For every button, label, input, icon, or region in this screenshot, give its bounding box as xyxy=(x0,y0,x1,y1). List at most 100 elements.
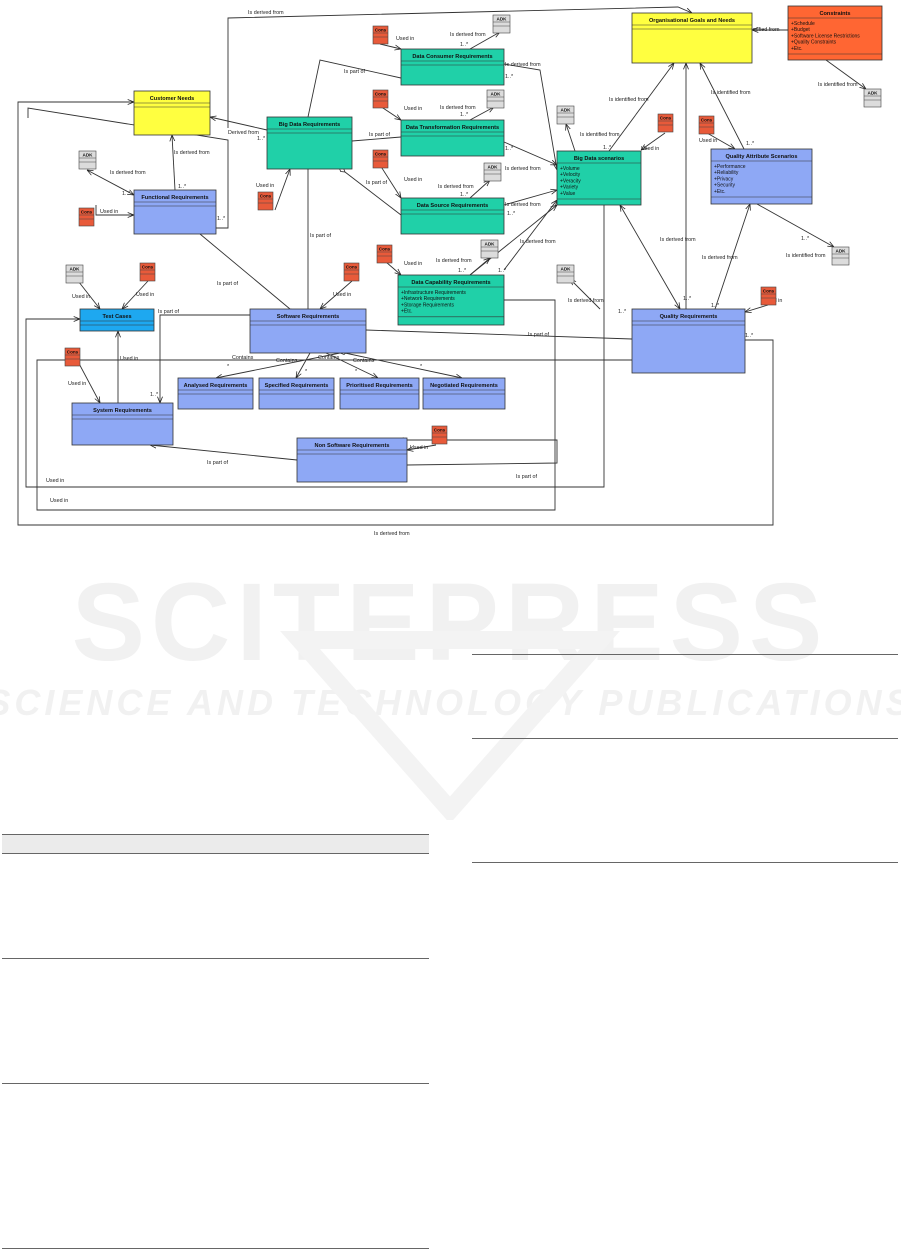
class-node-specified-req: Specified Requirements xyxy=(258,377,335,410)
edge-label: 1..* xyxy=(498,268,507,274)
class-attribute: +Variety xyxy=(560,185,579,191)
class-title: Functional Requirements xyxy=(141,195,208,201)
relationship-line xyxy=(503,63,557,170)
edge-label: Used in xyxy=(333,292,351,298)
relationship-line xyxy=(36,299,632,511)
edge-label: Used in xyxy=(699,138,717,144)
cons-badge-label: Cons xyxy=(142,265,154,270)
edge-label: 1..* xyxy=(460,42,469,48)
class-node-customer-needs: Customer Needs xyxy=(133,90,211,136)
edge-label: 1..* xyxy=(460,192,469,198)
adk-badge: ADK xyxy=(831,246,850,266)
class-attribute: +Software License Restrictions xyxy=(791,33,860,39)
cons-badge-label: Cons xyxy=(375,28,387,33)
svg-text:SCIENCE AND TECHNOLOGY PUBLICA: SCIENCE AND TECHNOLOGY PUBLICATIONS xyxy=(0,682,901,723)
class-node-data-capability: Data Capability Requirements +Infrastruct… xyxy=(397,274,505,326)
class-title: Data Transformation Requirements xyxy=(406,125,499,131)
class-node-prioritised-req: Prioritised Requirements xyxy=(339,377,420,410)
cons-badge-label: Cons xyxy=(67,350,79,355)
adk-badge: ADK xyxy=(483,162,502,182)
edge-label: Is derived from xyxy=(505,202,541,208)
class-attribute: +Infrastructure Requirements xyxy=(401,290,466,296)
edge-label: Is identified from xyxy=(609,97,649,103)
cons-badge-label: Cons xyxy=(81,210,93,215)
relationship-line xyxy=(385,261,401,275)
adk-badge-label: ADK xyxy=(561,267,572,272)
relationship-line xyxy=(325,352,378,378)
cons-badge: Cons xyxy=(376,244,393,264)
relationship-line xyxy=(469,180,490,199)
edge-label: 1..* xyxy=(257,136,266,142)
requirements-metamodel-diagram: Is derived from Is identified from Is iden… xyxy=(17,5,883,537)
publisher-watermark: SCITEPRESS SCIENCE AND TECHNOLOGY PUBLIC… xyxy=(0,560,901,824)
adk-badge: ADK xyxy=(78,150,97,170)
edge-label: Is derived from xyxy=(248,10,284,16)
adk-badge: ADK xyxy=(492,14,511,34)
edge-label: 1..* xyxy=(505,146,514,152)
class-attribute: +Privacy xyxy=(714,176,734,182)
edge-label: Is part of xyxy=(344,69,365,75)
edge-label: Is derived from xyxy=(374,531,410,537)
edge-label: 1..* xyxy=(217,216,226,222)
class-attribute: +Schedule xyxy=(791,21,815,27)
relationship-line xyxy=(398,437,558,466)
class-node-negotiated-req: Negotiated Requirements xyxy=(422,377,506,410)
relationship-line xyxy=(700,63,745,150)
edge-label: Used in xyxy=(100,209,118,215)
relationship-line xyxy=(17,102,774,526)
cons-badge: Cons xyxy=(343,262,360,282)
table-rule xyxy=(472,862,898,863)
relationship-line xyxy=(825,59,866,89)
edge-label: Used in xyxy=(256,183,274,189)
class-title: Test Cases xyxy=(102,314,131,320)
edge-label: Contains xyxy=(318,355,340,361)
edge-label: Is derived from xyxy=(505,62,541,68)
relationship-line xyxy=(379,43,401,49)
edge-label: Contains xyxy=(232,355,254,361)
class-attribute: +Storage Requirements xyxy=(401,302,454,308)
relationship-line xyxy=(756,203,834,247)
class-title: Quality Attribute Scenarios xyxy=(726,154,798,160)
adk-badge-label: ADK xyxy=(836,249,847,254)
edge-label: * xyxy=(355,369,358,375)
class-title: Data Capability Requirements xyxy=(411,280,490,286)
class-title: Negotiated Requirements xyxy=(430,383,498,389)
edge-label: Used in xyxy=(396,36,414,42)
edge-label: Is part of xyxy=(528,332,549,338)
edge-label: 1..* xyxy=(122,191,131,197)
class-attribute: +Quality Constraints xyxy=(791,40,837,46)
class-node-test-cases: Test Cases xyxy=(79,308,155,332)
class-title: Constraints xyxy=(819,11,850,17)
edge-label: Is derived from xyxy=(440,105,476,111)
relationship-line xyxy=(566,124,576,152)
edge-label: Is identified from xyxy=(580,132,620,138)
cons-badge-label: Cons xyxy=(346,265,358,270)
relationship-line xyxy=(172,135,176,191)
class-node-constraints: Constraints+Schedule+Budget+Software Lic… xyxy=(787,5,883,61)
svg-text:SCITEPRESS: SCITEPRESS xyxy=(72,561,829,684)
class-node-big-data-scen: Big Data scenarios+Volume+Velocity+Verac… xyxy=(556,150,642,206)
cons-badge-label: Cons xyxy=(379,247,391,252)
edge-label: 1..* xyxy=(178,184,187,190)
class-node-data-source: Data Source Requirements xyxy=(400,197,505,235)
table-rule xyxy=(2,1083,429,1084)
cons-badge: Cons xyxy=(372,89,389,109)
table-rule xyxy=(2,958,429,959)
edge-label: Is derived from xyxy=(660,237,696,243)
relationship-line xyxy=(307,59,410,118)
edge-label: Is part of xyxy=(366,180,387,186)
relationship-line xyxy=(608,63,674,152)
class-attribute: +Reliability xyxy=(714,170,739,176)
class-title: Specified Requirements xyxy=(265,383,329,389)
table-rule xyxy=(2,1248,429,1249)
relationship-line xyxy=(160,314,250,403)
relationship-line xyxy=(274,169,290,211)
edge-label: Is part of xyxy=(516,474,537,480)
relationship-line xyxy=(25,205,605,488)
edge-label: Is identified from xyxy=(786,253,826,259)
edge-label: 1..* xyxy=(618,309,627,315)
edge-label: 1..* xyxy=(801,236,810,242)
adk-badge-label: ADK xyxy=(497,17,508,22)
cons-badge: Cons xyxy=(139,262,156,282)
table-rule xyxy=(2,853,429,854)
